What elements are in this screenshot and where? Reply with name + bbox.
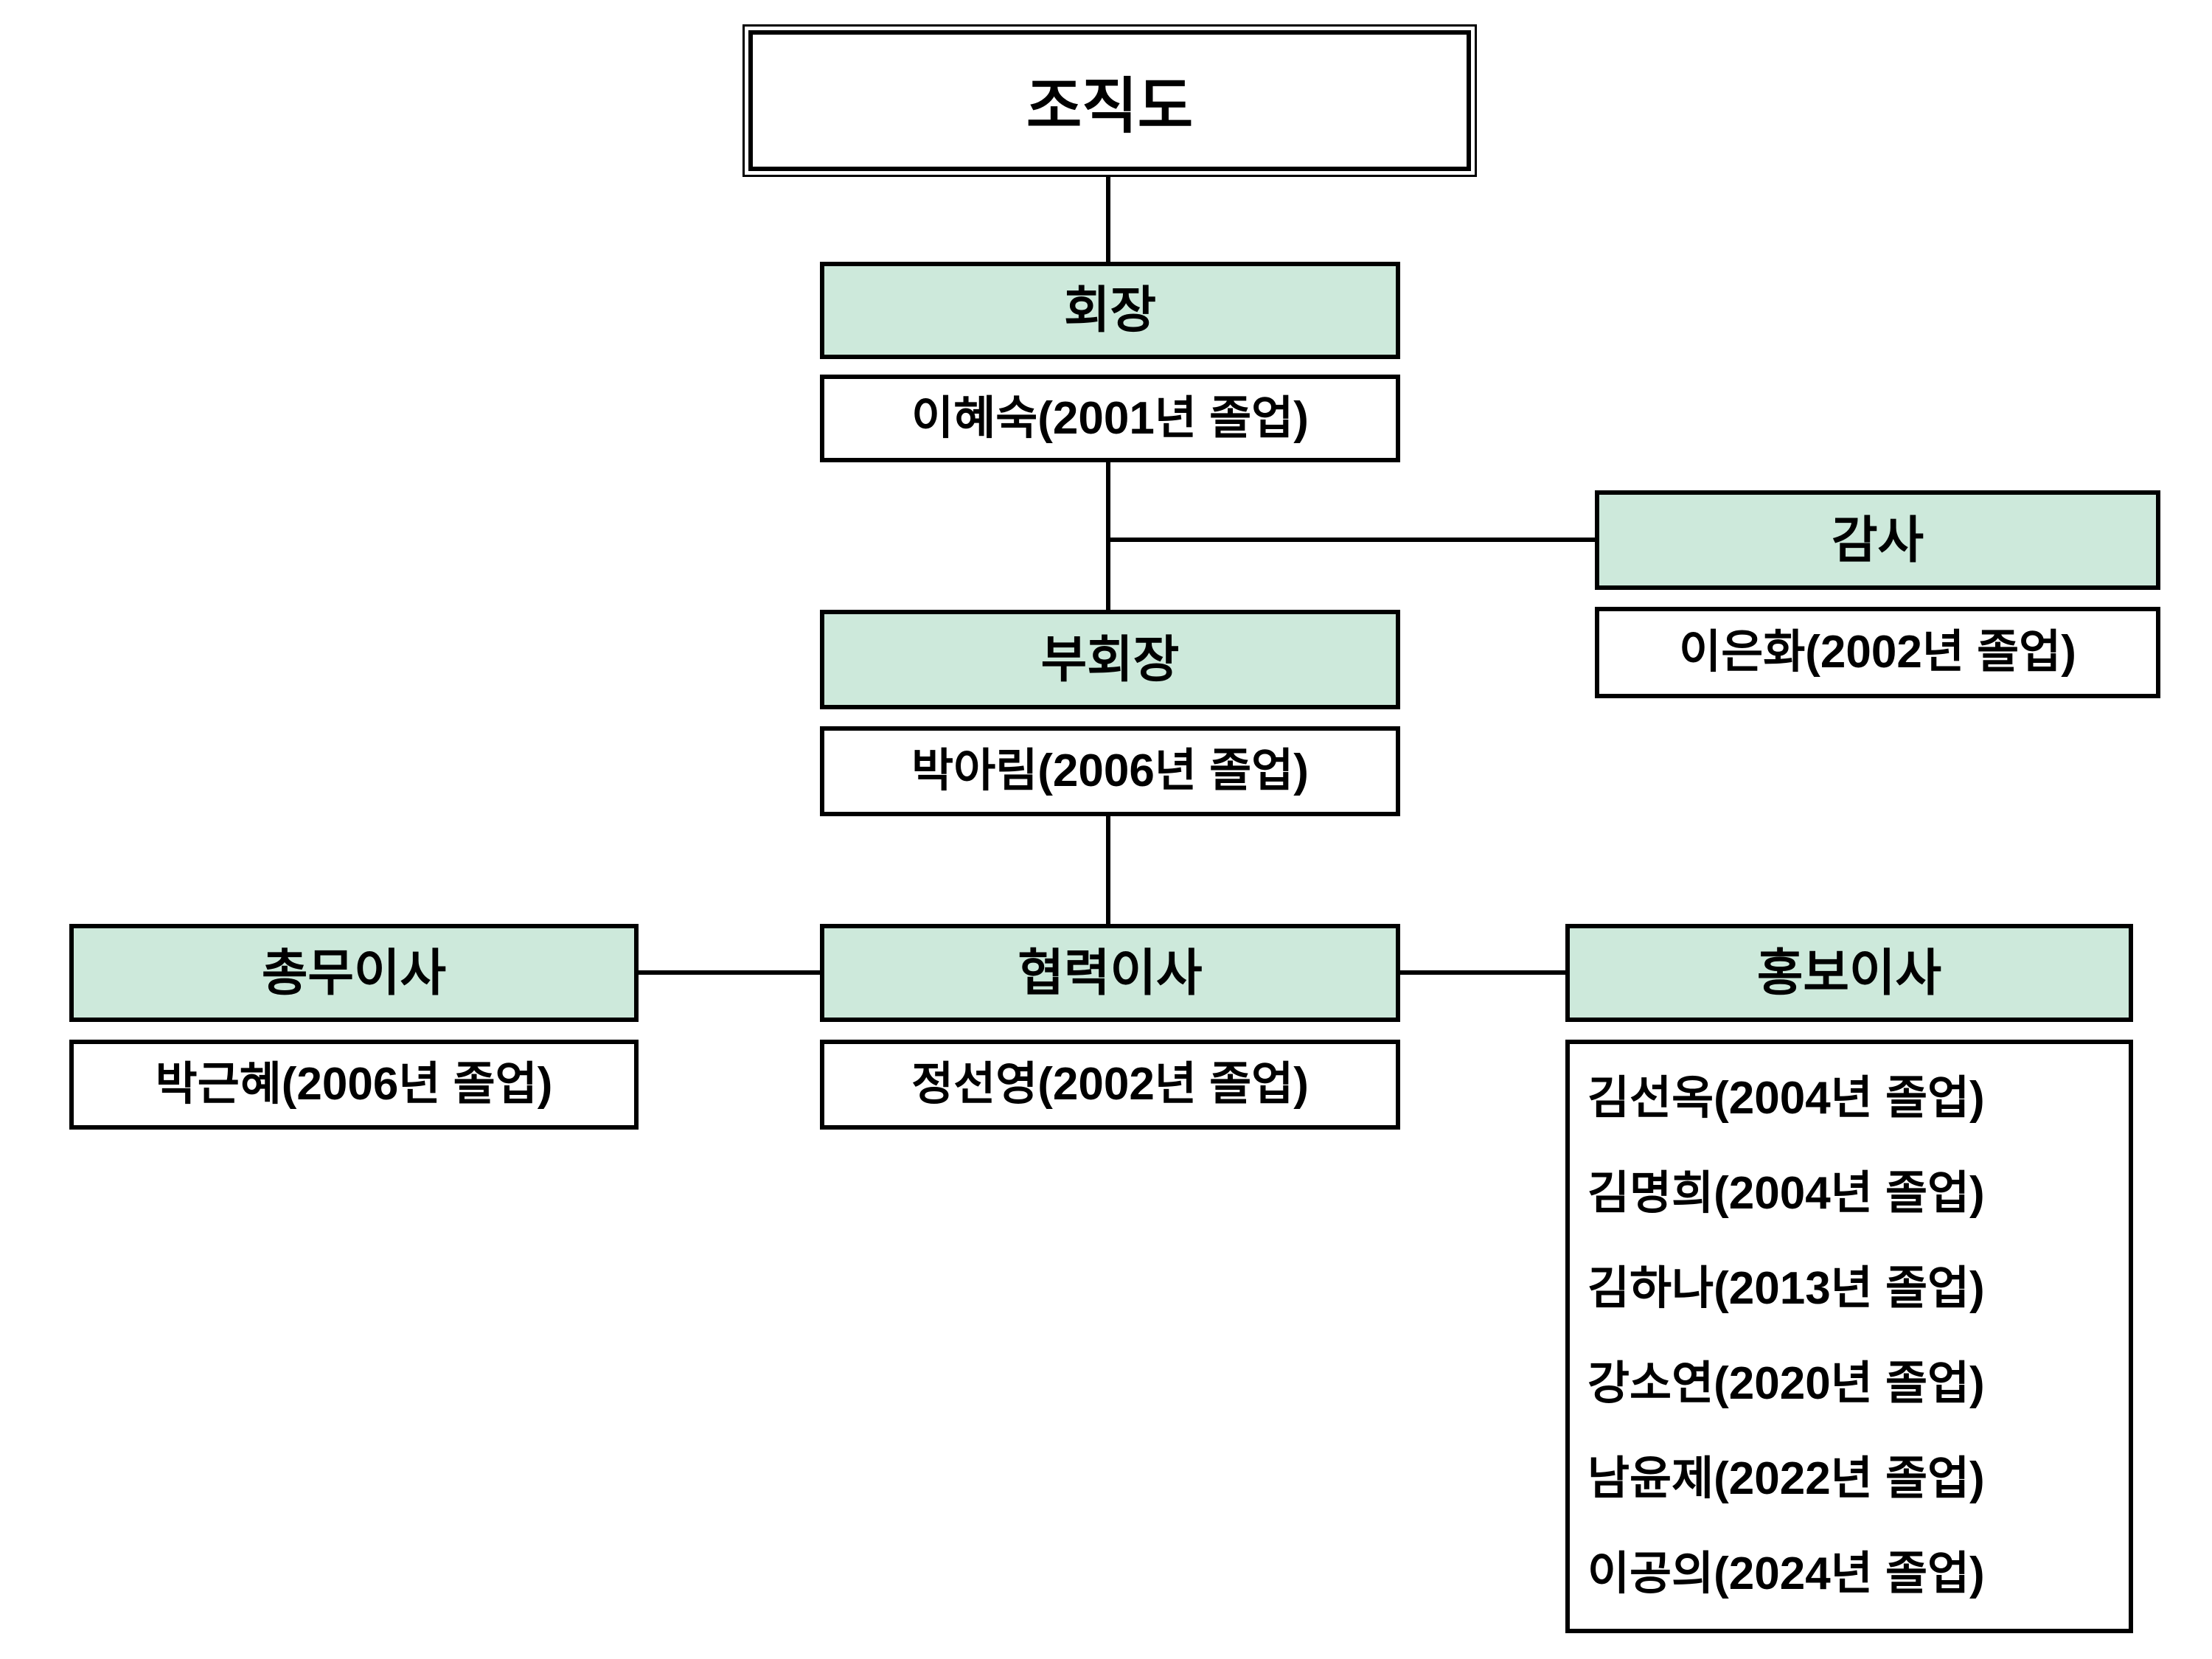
pr-member: 김명희(2004년 졸업) xyxy=(1587,1168,1985,1220)
node-cooperation-label-box: 협력이사 xyxy=(820,924,1400,1022)
connector-chairman-to-vicechairman xyxy=(1106,462,1110,610)
node-auditor-label-box: 감사 xyxy=(1595,490,2160,590)
node-auditor-name: 이은화(2002년 졸업) xyxy=(1679,627,2076,678)
node-generalaffairs-label-box: 총무이사 xyxy=(69,924,639,1022)
node-vicechairman-label-box: 부회장 xyxy=(820,610,1400,709)
node-auditor-label: 감사 xyxy=(1831,512,1924,568)
node-chairman-label: 회장 xyxy=(1063,282,1157,338)
node-vicechairman-name: 박아림(2006년 졸업) xyxy=(911,745,1309,796)
connector-generalaffairs-to-cooperation xyxy=(639,970,820,975)
node-generalaffairs-name-box: 박근혜(2006년 졸업) xyxy=(69,1040,639,1130)
node-generalaffairs-label: 총무이사 xyxy=(261,945,447,1001)
node-chairman-name-box: 이혜숙(2001년 졸업) xyxy=(820,375,1400,462)
title-box-inner: 조직도 xyxy=(748,30,1471,171)
connector-branch-to-auditor xyxy=(1106,538,1595,542)
node-pr-label-box: 홍보이사 xyxy=(1565,924,2133,1022)
page-title: 조직도 xyxy=(1026,73,1194,140)
pr-member: 이공의(2024년 졸업) xyxy=(1587,1548,1985,1599)
pr-member: 남윤제(2022년 졸업) xyxy=(1587,1453,1985,1504)
connector-vicechairman-to-cooperation xyxy=(1106,816,1110,924)
pr-member: 김하나(2013년 졸업) xyxy=(1587,1263,1985,1315)
node-cooperation-label: 협력이사 xyxy=(1018,945,1203,1001)
node-cooperation-name: 정선영(2002년 졸업) xyxy=(911,1059,1309,1110)
connector-cooperation-to-pr xyxy=(1400,970,1565,975)
node-vicechairman-label: 부회장 xyxy=(1040,631,1180,688)
node-chairman-label-box: 회장 xyxy=(820,262,1400,359)
node-chairman-name: 이혜숙(2001년 졸업) xyxy=(911,392,1309,444)
title-box: 조직도 xyxy=(742,24,1477,177)
node-pr-label: 홍보이사 xyxy=(1756,945,1942,1001)
node-vicechairman-name-box: 박아림(2006년 졸업) xyxy=(820,726,1400,816)
pr-member: 강소연(2020년 졸업) xyxy=(1587,1357,1985,1409)
connector-title-to-chairman xyxy=(1106,177,1110,262)
node-generalaffairs-name: 박근혜(2006년 졸업) xyxy=(155,1059,553,1110)
node-cooperation-name-box: 정선영(2002년 졸업) xyxy=(820,1040,1400,1130)
pr-member: 김선옥(2004년 졸업) xyxy=(1587,1073,1985,1124)
node-auditor-name-box: 이은화(2002년 졸업) xyxy=(1595,607,2160,698)
node-pr-members-box: 김선옥(2004년 졸업) 김명희(2004년 졸업) 김하나(2013년 졸업… xyxy=(1565,1040,2133,1633)
